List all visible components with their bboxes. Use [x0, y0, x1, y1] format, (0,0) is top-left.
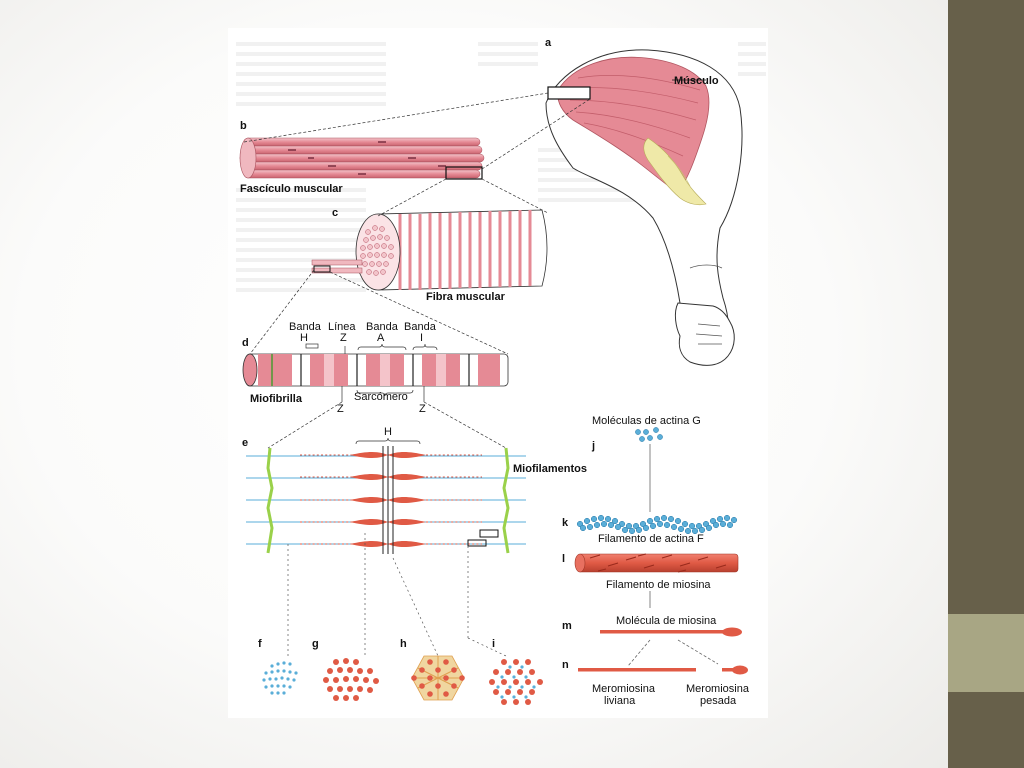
label-miofilamentos: Miofilamentos [513, 463, 587, 475]
label-meromiosina-pesada-1: Meromiosina [686, 683, 750, 695]
label-moleculas-actina: Moléculas de actina G [592, 415, 701, 427]
cross-section-actin [262, 661, 298, 695]
myofilaments-illustration [246, 437, 526, 554]
label-banda-a-2: A [377, 332, 385, 344]
zoom-line-a-b-left [243, 92, 549, 143]
letter-i: i [492, 638, 495, 650]
zoom-line-c-d-left [249, 269, 315, 355]
label-linea-z-1: Línea [328, 321, 356, 333]
letter-h: h [400, 638, 407, 650]
myosin-molecule [600, 627, 742, 637]
arm-illustration [545, 49, 743, 366]
label-h: H [384, 426, 392, 438]
connector-m-n-left [627, 639, 651, 667]
zoom-line-b-c-right [481, 178, 549, 214]
cross-section-overlap [489, 659, 543, 705]
muscle-structure-figure: a Músculo b Fascículo muscular [228, 28, 768, 718]
label-z-left: Z [337, 403, 344, 415]
slide-side-accent [948, 614, 1024, 692]
zoom-line-d-e-right [423, 401, 507, 449]
zoom-line-a-b-right [481, 98, 591, 170]
cross-section-drop-lines [287, 533, 507, 657]
meromyosin [578, 665, 748, 675]
cross-section-m-line [411, 655, 465, 701]
zoom-line-c-d-right [329, 271, 509, 355]
label-sarcomero: Sarcómero [354, 391, 408, 403]
letter-a: a [545, 37, 552, 49]
actin-f-filament [576, 514, 738, 535]
letter-m: m [562, 620, 572, 632]
label-banda-a-1: Banda [366, 321, 399, 333]
label-meromiosina-liviana-1: Meromiosina [592, 683, 656, 695]
cross-section-myosin [323, 658, 379, 701]
letter-b: b [240, 120, 247, 132]
fascicle-illustration [239, 137, 485, 180]
letter-n: n [562, 659, 569, 671]
label-z-right: Z [419, 403, 426, 415]
label-banda-h-1: Banda [289, 321, 322, 333]
label-fibra: Fibra muscular [426, 291, 506, 303]
letter-c: c [332, 207, 338, 219]
actin-g-molecules [635, 427, 663, 442]
letter-k: k [562, 517, 569, 529]
label-miofibrilla: Miofibrilla [250, 393, 303, 405]
label-banda-i-2: I [420, 332, 423, 344]
letter-e: e [242, 437, 248, 449]
label-meromiosina-liviana-2: liviana [604, 695, 636, 707]
letter-g: g [312, 638, 319, 650]
zoom-line-b-c-left [377, 178, 447, 217]
muscle-fiber-illustration [311, 209, 548, 291]
label-filamento-miosina: Filamento de miosina [606, 579, 711, 591]
letter-d: d [242, 337, 249, 349]
myofibril-illustration [242, 343, 509, 402]
label-linea-z-2: Z [340, 332, 347, 344]
letter-l: l [562, 553, 565, 565]
label-meromiosina-pesada-2: pesada [700, 695, 737, 707]
label-banda-h-2: H [300, 332, 308, 344]
zoom-line-d-e-left [267, 401, 343, 449]
label-banda-i-1: Banda [404, 321, 437, 333]
label-musculo: Músculo [674, 75, 719, 87]
letter-j: j [591, 440, 595, 452]
label-fasciculo: Fascículo muscular [240, 183, 343, 195]
connector-m-n-right [677, 639, 719, 665]
label-molecula-miosina: Molécula de miosina [616, 615, 717, 627]
label-filamento-actina: Filamento de actina F [598, 533, 704, 545]
muscle-diagram: a Músculo b Fascículo muscular [236, 37, 766, 707]
myosin-filament [574, 553, 739, 573]
letter-f: f [258, 638, 262, 650]
